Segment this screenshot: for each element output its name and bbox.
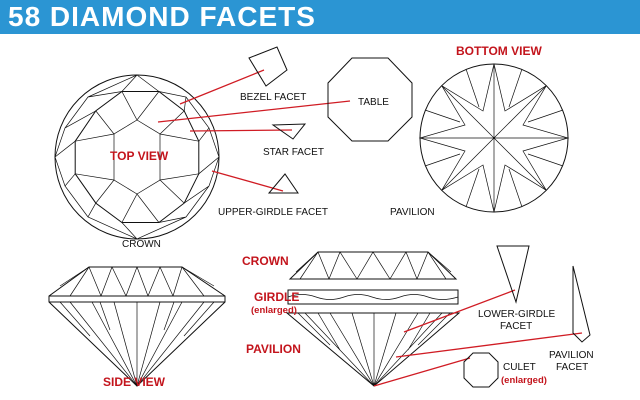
lower-girdle-facet-shape	[496, 245, 530, 304]
pavilion-side-view	[285, 312, 461, 387]
bezel-facet-label: BEZEL FACET	[240, 92, 306, 103]
side-view-diamond	[48, 266, 226, 387]
girdle-label: GIRDLE	[254, 290, 299, 304]
pavilion-facet-label-line2: FACET	[556, 362, 588, 373]
culet-note: (enlarged)	[501, 375, 547, 386]
top-view-label: TOP VIEW	[110, 149, 169, 163]
girdle-note: (enlarged)	[251, 305, 297, 316]
table-label: TABLE	[358, 97, 389, 108]
crown-side-view	[288, 251, 458, 280]
bezel-facet-shape	[248, 46, 288, 87]
bottom-view-diamond	[418, 63, 570, 213]
pavilion-bottom-label: PAVILION	[390, 207, 435, 218]
star-facet-shape	[271, 123, 307, 140]
bottom-view-label: BOTTOM VIEW	[456, 44, 542, 58]
title-bar: 58 DIAMOND FACETS	[0, 0, 640, 34]
crown-top-label: CROWN	[122, 239, 161, 250]
crown-side-label: CROWN	[242, 254, 289, 268]
table-octagon	[327, 57, 413, 142]
pavilion-facet-shape	[572, 265, 591, 343]
side-view-label: SIDE VIEW	[103, 375, 166, 389]
upper-girdle-facet-shape	[267, 173, 299, 194]
culet-label: CULET	[503, 362, 536, 373]
top-view-diamond	[54, 74, 220, 240]
lower-girdle-facet-label-line2: FACET	[500, 321, 532, 332]
pavilion-side-label: PAVILION	[246, 342, 301, 356]
lower-girdle-facet-label-line1: LOWER-GIRDLE	[478, 309, 556, 320]
upper-girdle-facet-label: UPPER-GIRDLE FACET	[218, 207, 328, 218]
culet-octagon	[463, 352, 499, 388]
page-title: 58 DIAMOND FACETS	[8, 1, 316, 32]
girdle-band	[287, 289, 459, 305]
pavilion-facet-label-line1: PAVILION	[549, 350, 594, 361]
star-facet-label: STAR FACET	[263, 147, 324, 158]
